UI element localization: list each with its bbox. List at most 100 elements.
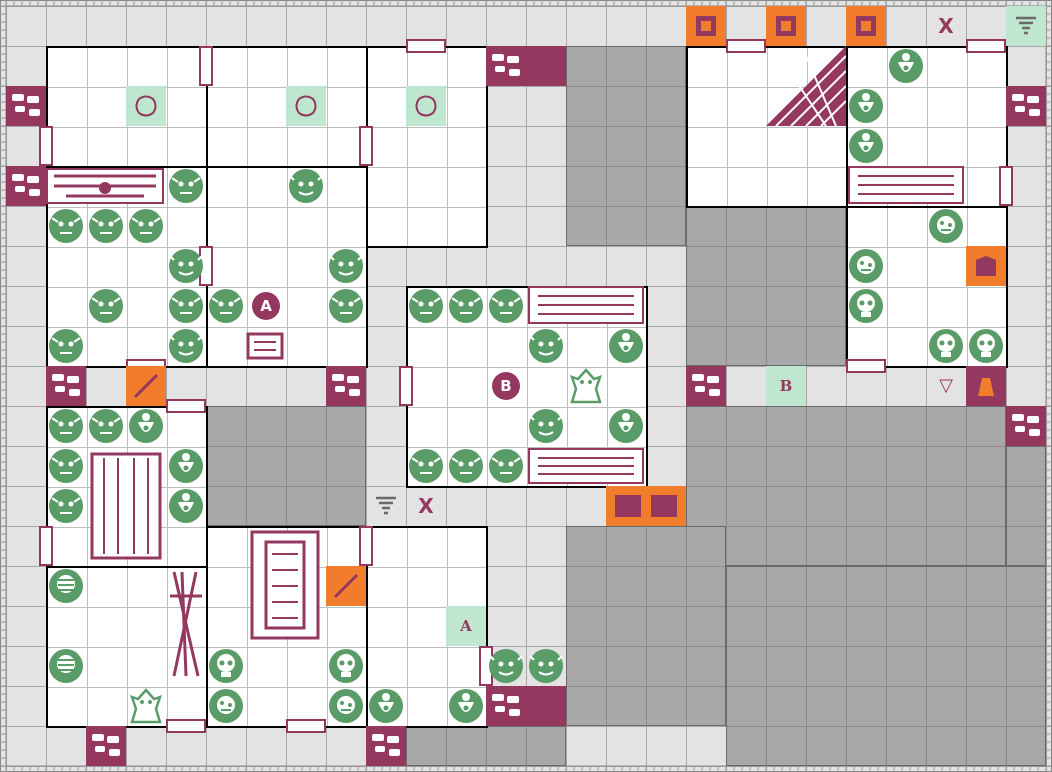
rack-icon [528, 286, 644, 324]
orc-icon[interactable] [166, 246, 206, 286]
fimir-icon[interactable] [846, 86, 886, 126]
door-icon[interactable] [199, 46, 213, 86]
door-icon[interactable] [166, 399, 206, 413]
goblin-icon[interactable] [166, 166, 206, 206]
goblin-icon[interactable] [486, 286, 526, 326]
door-icon[interactable] [39, 526, 53, 566]
orc-icon[interactable] [526, 326, 566, 366]
door-icon[interactable] [359, 526, 373, 566]
fimir-icon[interactable] [366, 686, 406, 726]
chaos-warrior-icon[interactable] [126, 686, 166, 726]
door-icon[interactable] [726, 39, 766, 53]
marker-a-letter: A [460, 617, 472, 635]
goblin-icon[interactable] [46, 406, 86, 446]
tornado-icon [1006, 6, 1046, 46]
gargoyle-icon[interactable] [566, 366, 606, 406]
rubble-block-icon [486, 46, 566, 86]
goblin-icon[interactable] [126, 206, 166, 246]
goblin-icon[interactable] [86, 206, 126, 246]
room-label-a: A [252, 292, 280, 320]
door-icon[interactable] [846, 359, 886, 373]
skeleton-icon[interactable] [206, 646, 246, 686]
solid-rock-block [206, 406, 366, 526]
room-label-b: B [492, 372, 520, 400]
goblin-icon[interactable] [486, 446, 526, 486]
weapon-rack-icon [170, 571, 202, 677]
orc-icon[interactable] [526, 646, 566, 686]
goblin-icon[interactable] [446, 446, 486, 486]
rubble-block-icon [686, 366, 726, 406]
door-icon[interactable] [399, 366, 413, 406]
goblin-icon[interactable] [46, 486, 86, 526]
fimir-icon[interactable] [886, 46, 926, 86]
orc-icon[interactable] [486, 646, 526, 686]
goblin-icon[interactable] [406, 446, 446, 486]
secret-door-icon [406, 86, 446, 126]
orc-icon[interactable] [286, 166, 326, 206]
orc-icon[interactable] [166, 326, 206, 366]
fimir-icon[interactable] [606, 406, 646, 446]
mummy-icon[interactable] [46, 566, 86, 606]
solid-rock-block [686, 206, 846, 366]
marker-b-letter: B [779, 377, 793, 395]
goblin-icon[interactable] [86, 406, 126, 446]
solid-rock-block [1006, 446, 1046, 566]
marker-tile-b: B [766, 366, 806, 406]
solid-rock-block [406, 726, 566, 766]
rubble-block-icon [6, 86, 46, 126]
orc-icon[interactable] [526, 406, 566, 446]
tomb-icon [250, 530, 320, 640]
door-icon[interactable] [39, 126, 53, 166]
fimir-icon[interactable] [126, 406, 166, 446]
goblin-icon[interactable] [46, 446, 86, 486]
pit-trap-icon [846, 6, 886, 46]
rack-icon [528, 448, 644, 484]
fimir-icon[interactable] [166, 446, 206, 486]
fireplace-icon [46, 168, 164, 204]
goblin-icon[interactable] [86, 286, 126, 326]
rubble-block-icon [86, 726, 126, 766]
door-icon[interactable] [286, 719, 326, 733]
rubble-block-icon [6, 166, 46, 206]
solid-rock-block [566, 526, 726, 726]
zombie-icon[interactable] [926, 206, 966, 246]
goblin-icon[interactable] [326, 286, 366, 326]
table-icon [90, 452, 162, 560]
rubble-block-icon [1006, 406, 1046, 446]
rubble-block-icon [486, 686, 566, 726]
pit-trap-icon [766, 6, 806, 46]
x-mark: X [938, 14, 954, 38]
goblin-icon[interactable] [166, 286, 206, 326]
falling-block-icon [966, 246, 1006, 286]
zombie-icon[interactable] [326, 686, 366, 726]
door-icon[interactable] [166, 719, 206, 733]
door-icon[interactable] [359, 126, 373, 166]
tornado-icon [366, 486, 406, 526]
weapon-rack-icon [848, 166, 964, 204]
rubble-block-icon [46, 366, 86, 406]
goblin-icon[interactable] [206, 286, 246, 326]
skeleton-icon[interactable] [926, 326, 966, 366]
zombie-icon[interactable] [846, 246, 886, 286]
fimir-icon[interactable] [846, 126, 886, 166]
secret-door-icon [286, 86, 326, 126]
door-icon[interactable] [999, 166, 1013, 206]
zombie-icon[interactable] [206, 686, 246, 726]
rubble-block-icon [366, 726, 406, 766]
goblin-icon[interactable] [406, 286, 446, 326]
fimir-icon[interactable] [606, 326, 646, 366]
mummy-icon[interactable] [46, 646, 86, 686]
goblin-icon[interactable] [446, 286, 486, 326]
solid-rock-block [566, 46, 686, 246]
orc-icon[interactable] [326, 246, 366, 286]
skeleton-icon[interactable] [966, 326, 1006, 366]
door-icon[interactable] [406, 39, 446, 53]
goblin-icon[interactable] [46, 206, 86, 246]
skeleton-icon[interactable] [846, 286, 886, 326]
door-icon[interactable] [966, 39, 1006, 53]
fimir-icon[interactable] [446, 686, 486, 726]
skeleton-icon[interactable] [326, 646, 366, 686]
fimir-icon[interactable] [166, 486, 206, 526]
rubble-block-icon [326, 366, 366, 406]
goblin-icon[interactable] [46, 326, 86, 366]
